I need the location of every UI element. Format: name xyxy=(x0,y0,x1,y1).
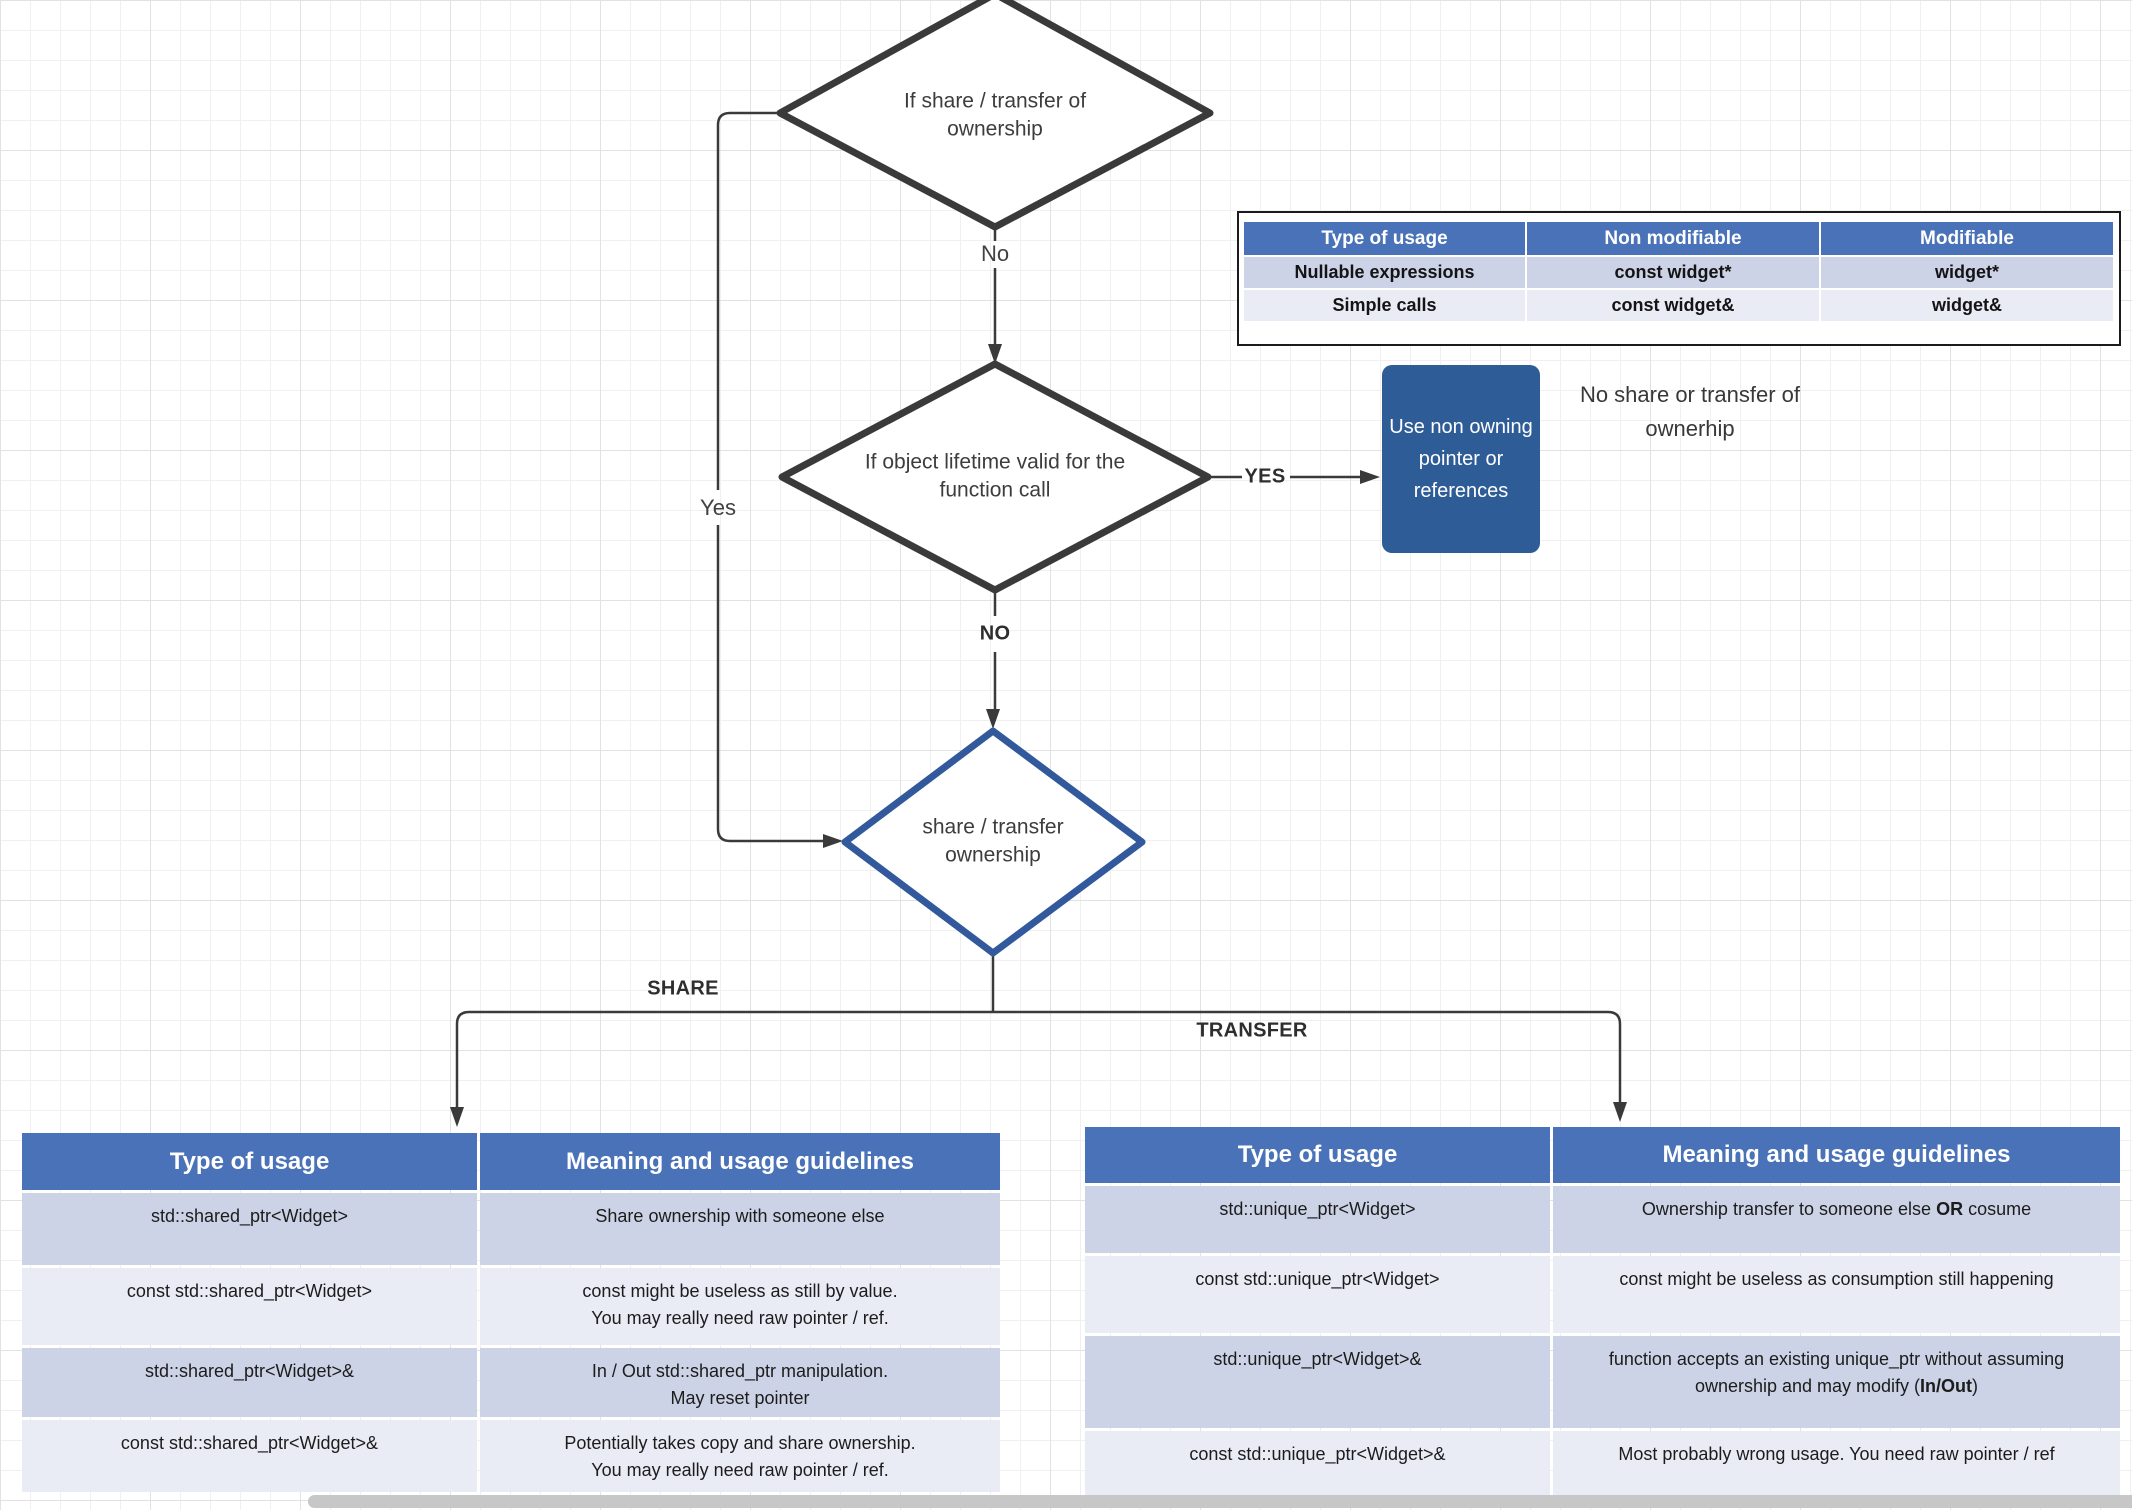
table-cell: const might be useless as consumption st… xyxy=(1553,1256,2120,1333)
table-cell: const widget& xyxy=(1527,290,1819,321)
decision-share-or-transfer xyxy=(841,727,1146,957)
table-cell: Simple calls xyxy=(1244,290,1525,321)
arrowhead-yes-right xyxy=(1360,470,1380,484)
table-cell: std::shared_ptr<Widget> xyxy=(22,1193,477,1265)
unique-ptr-table: Type of usage Meaning and usage guidelin… xyxy=(1085,1127,2120,1500)
table-cell: widget* xyxy=(1821,257,2113,288)
column-header: Type of usage xyxy=(1085,1127,1550,1183)
arrowhead-transfer xyxy=(1613,1102,1627,1122)
edge-label-no-caps: NO xyxy=(979,622,1011,645)
decision-lifetime-label: If object lifetime valid for the functio… xyxy=(864,450,1126,502)
action-node-label: Use non owning pointer or references xyxy=(1389,416,1533,502)
edges xyxy=(455,111,1622,1108)
edge-label-no: No xyxy=(980,241,1010,266)
table-cell: const widget* xyxy=(1527,257,1819,288)
edge-yes-left-line xyxy=(716,111,780,490)
table-cell: Potentially takes copy and share ownersh… xyxy=(480,1420,1000,1492)
edge-label-yes-caps: YES xyxy=(1244,465,1286,488)
column-header: Modifiable xyxy=(1821,222,2113,255)
action-node-non-owning: Use non owning pointer or references xyxy=(1382,365,1540,553)
edge-transfer-line xyxy=(993,1010,1622,1103)
table-cell: Nullable expressions xyxy=(1244,257,1525,288)
edge-label-share: SHARE xyxy=(647,977,719,1000)
table-cell: In / Out std::shared_ptr manipulation. M… xyxy=(480,1348,1000,1417)
arrowheads xyxy=(450,344,1627,1127)
column-header: Meaning and usage guidelines xyxy=(480,1133,1000,1190)
decision-share-or-transfer-label: share / transfer ownership xyxy=(922,815,1064,867)
table-cell: std::unique_ptr<Widget> xyxy=(1085,1186,1550,1253)
column-header: Type of usage xyxy=(1244,222,1525,255)
decision-share-transfer xyxy=(776,0,1214,231)
edge-label-yes: Yes xyxy=(700,495,736,520)
decision-lifetime xyxy=(778,360,1212,594)
arrowhead-share xyxy=(450,1107,464,1127)
table-cell: function accepts an existing unique_ptr … xyxy=(1553,1336,2120,1428)
table-cell: const std::shared_ptr<Widget>& xyxy=(22,1420,477,1492)
table-cell: widget& xyxy=(1821,290,2113,321)
table-cell: const std::unique_ptr<Widget>& xyxy=(1085,1431,1550,1500)
table-cell: const std::unique_ptr<Widget> xyxy=(1085,1256,1550,1333)
arrowhead-no2 xyxy=(986,709,1000,729)
note-text: No share or transfer of ownerhip xyxy=(1579,381,1801,441)
table-cell: const std::shared_ptr<Widget> xyxy=(22,1268,477,1345)
arrowhead-yes-left xyxy=(823,834,843,848)
edge-label-transfer: TRANSFER xyxy=(1196,1019,1308,1042)
column-header: Meaning and usage guidelines xyxy=(1553,1127,2120,1183)
horizontal-scrollbar[interactable] xyxy=(308,1495,2132,1508)
column-header: Type of usage xyxy=(22,1133,477,1190)
shared-ptr-table: Type of usage Meaning and usage guidelin… xyxy=(22,1133,1000,1492)
arrowhead-no1 xyxy=(988,344,1002,364)
table-cell: Share ownership with someone else xyxy=(480,1193,1000,1265)
table-cell: Ownership transfer to someone else OR co… xyxy=(1553,1186,2120,1253)
table-cell: const might be useless as still by value… xyxy=(480,1268,1000,1345)
edge-yes-left-line2 xyxy=(716,525,824,843)
table-cell: Most probably wrong usage. You need raw … xyxy=(1553,1431,2120,1500)
table-cell: std::shared_ptr<Widget>& xyxy=(22,1348,477,1417)
edge-share-line xyxy=(455,1010,993,1108)
column-header: Non modifiable xyxy=(1527,222,1819,255)
pointer-usage-table: Type of usage Non modifiable Modifiable … xyxy=(1244,222,2115,321)
decision-share-transfer-label: If share / transfer of ownership xyxy=(903,89,1087,141)
table-cell: std::unique_ptr<Widget>& xyxy=(1085,1336,1550,1428)
